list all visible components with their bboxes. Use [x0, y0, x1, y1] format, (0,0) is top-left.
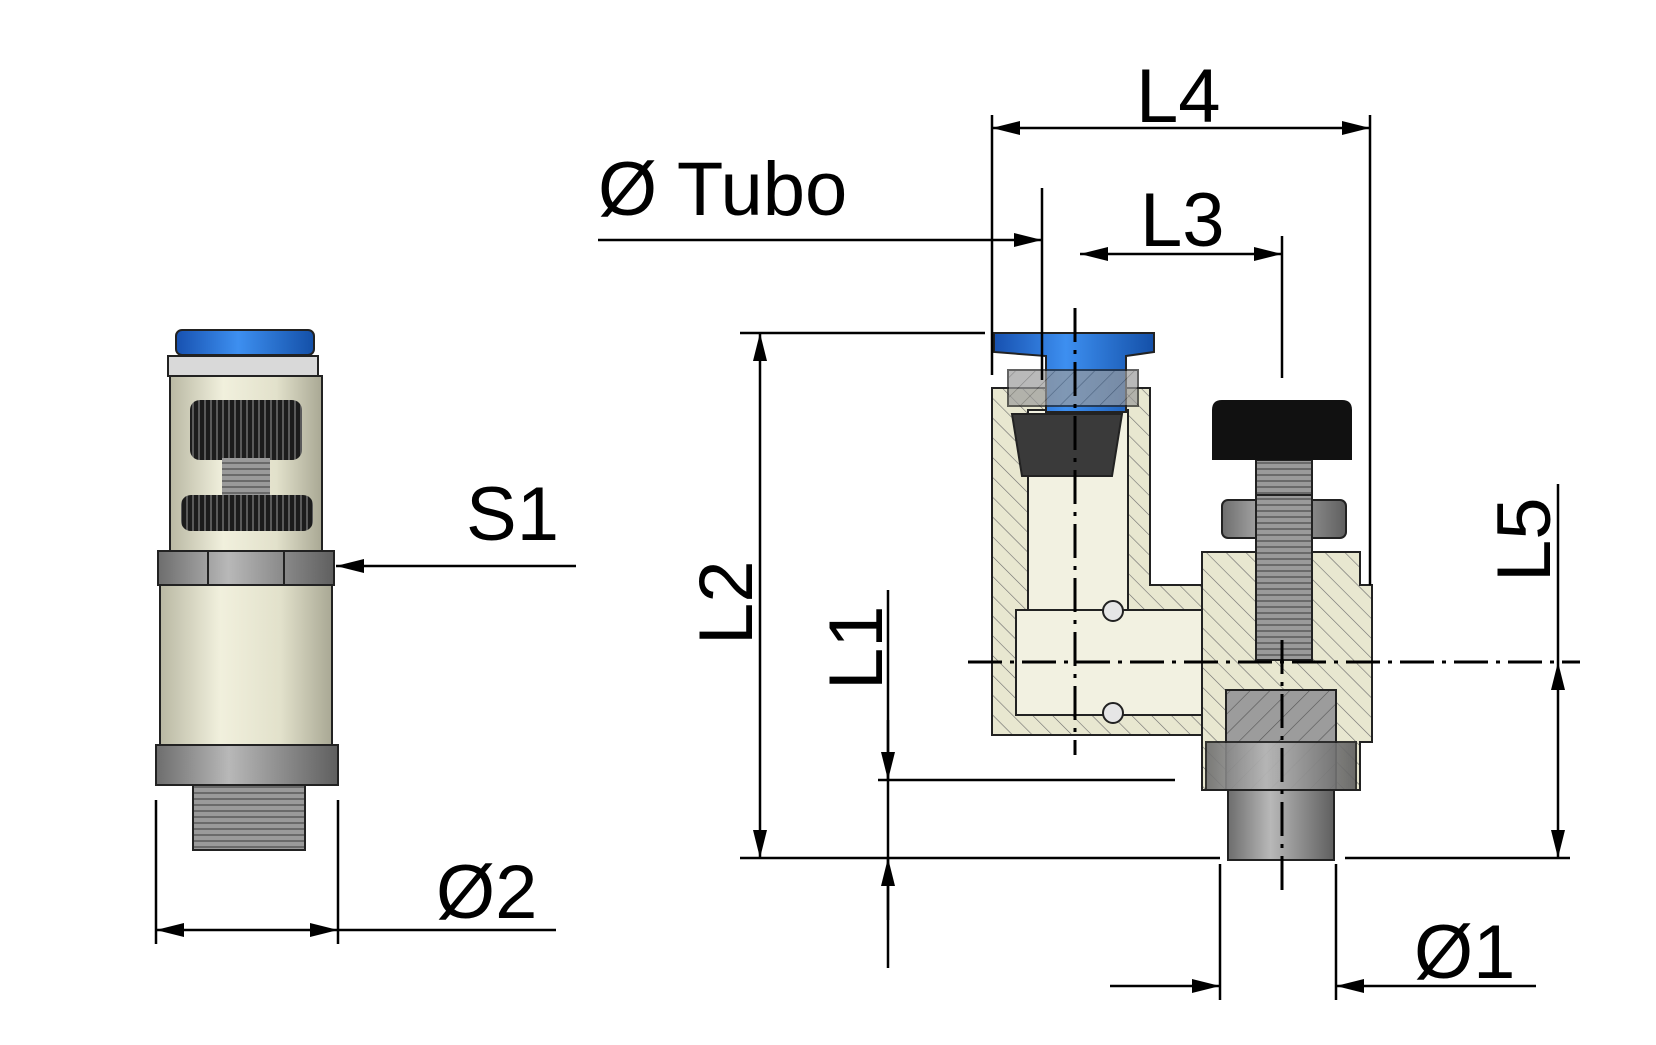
label-l1: L1	[814, 605, 899, 690]
o-ring-seal	[1010, 413, 1124, 477]
label-l4: L4	[1136, 54, 1221, 139]
knurled-knob-lower	[181, 495, 313, 531]
dimension-tube-diameter: Ø Tubo	[598, 147, 1044, 380]
dimension-diameter-2: Ø2	[154, 800, 556, 944]
label-l3: L3	[1140, 178, 1225, 263]
label-diameter-1: Ø1	[1414, 910, 1515, 995]
seal-top	[1102, 600, 1124, 622]
adjust-screw-thread-front	[1255, 494, 1313, 661]
dimension-l4: L4	[990, 54, 1372, 585]
label-s1: S1	[466, 472, 559, 557]
dimension-l3: L3	[1080, 178, 1284, 378]
label-diameter-2: Ø2	[436, 850, 537, 935]
collet-collar	[167, 355, 319, 377]
dimension-l2: L2	[684, 331, 1220, 860]
dimension-l5: L5	[1345, 484, 1570, 860]
dimension-diameter-1: Ø1	[1110, 864, 1536, 1000]
dimension-s1: S1	[336, 472, 576, 573]
dimension-l1: L1	[814, 590, 1175, 968]
collet-sleeve	[1007, 369, 1139, 407]
label-tube-diameter: Ø Tubo	[598, 147, 847, 232]
collet-ring	[175, 329, 315, 356]
knurled-knob-upper	[190, 400, 302, 460]
fitting-body-lower	[159, 584, 333, 746]
hex-nut	[157, 550, 335, 586]
threaded-stem	[222, 458, 270, 498]
black-knob-cap	[1212, 400, 1352, 460]
side-view-fitting	[155, 329, 339, 851]
center-lines	[968, 308, 1580, 890]
label-l5: L5	[1482, 497, 1567, 582]
seal-bottom	[1102, 702, 1124, 724]
threaded-shank	[192, 784, 306, 851]
base-flange	[155, 744, 339, 786]
label-l2: L2	[684, 560, 769, 645]
